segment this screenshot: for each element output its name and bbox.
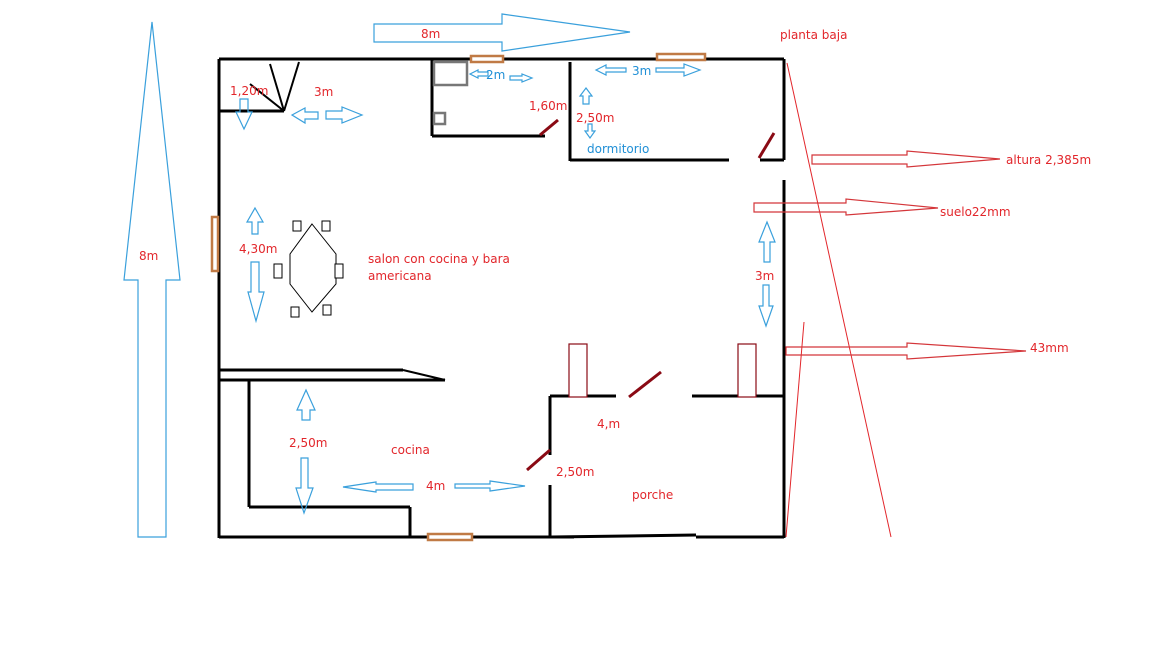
kitchen-label: cocina xyxy=(391,443,430,457)
bath-width-arrow-right xyxy=(509,73,534,83)
kitchen-width-arrow-right xyxy=(454,480,526,492)
window-north-bedroom xyxy=(655,52,707,62)
floor-note: suelo22mm xyxy=(940,205,1011,219)
entry-depth-label: 3m xyxy=(314,85,333,99)
entry-depth-arrow-right xyxy=(325,106,364,124)
porch-main-door xyxy=(628,370,662,399)
plan-title: planta baja xyxy=(780,28,847,42)
porch-label: porche xyxy=(632,488,673,502)
kitchen-width-label: 4m xyxy=(426,479,445,493)
toilet-fixture xyxy=(432,111,447,126)
salon-label-line2: americana xyxy=(368,269,432,283)
bath-depth-label: 1,60m xyxy=(529,99,567,113)
bed-depth-arrow-down xyxy=(583,123,597,140)
kitchen-depth-label: 2,50m xyxy=(289,436,327,450)
salon-depth-label: 4,30m xyxy=(239,242,277,256)
bedroom-label: dormitorio xyxy=(587,142,649,156)
entry-depth-arrow-left xyxy=(290,106,319,125)
entry-width-label: 1,20m xyxy=(230,84,268,98)
window-south-kitchen xyxy=(426,532,474,542)
ceiling-height-note: altura 2,385m xyxy=(1006,153,1091,167)
bath-fixture xyxy=(432,60,469,87)
wall-thickness-note: 43mm xyxy=(1030,341,1069,355)
bedroom-door xyxy=(757,132,776,159)
dining-table xyxy=(273,220,344,318)
bathroom-walls xyxy=(430,59,545,138)
bed-width-label: 3m xyxy=(632,64,651,78)
salon-label-line1: salon con cocina y bara xyxy=(368,252,510,266)
window-north-bath xyxy=(469,54,505,64)
entry-walls xyxy=(219,61,300,113)
height-dimension-arrow xyxy=(123,21,181,538)
width-dimension-label: 8m xyxy=(421,27,440,41)
porch-column-left xyxy=(568,343,588,398)
floor-arrow xyxy=(753,198,939,216)
entry-width-arrow xyxy=(235,98,253,131)
porch-column-right xyxy=(737,343,757,398)
porch-width-label: 4,m xyxy=(597,417,620,431)
bath-width-label: 2m xyxy=(486,68,505,82)
kitchen-depth-arrow-down xyxy=(295,457,314,515)
kitchen-walls xyxy=(219,368,446,537)
right-depth-arrow-up xyxy=(758,220,776,263)
ceiling-height-arrow xyxy=(811,150,1001,168)
bedroom-walls xyxy=(568,62,784,162)
height-dimension-label: 8m xyxy=(139,249,158,263)
bathroom-door xyxy=(539,118,559,137)
kitchen-depth-arrow-up xyxy=(296,388,316,421)
salon-depth-arrow-down xyxy=(247,261,265,324)
salon-label: salon con cocina y bara americana xyxy=(368,252,514,283)
section-line-wall xyxy=(785,321,805,538)
bed-depth-label: 2,50m xyxy=(576,111,614,125)
bath-width-arrow-left xyxy=(468,69,489,79)
bed-width-arrow-right xyxy=(655,63,702,77)
wall-thickness-arrow xyxy=(785,342,1027,360)
porch-depth-label: 2,50m xyxy=(556,465,594,479)
bed-depth-arrow-up xyxy=(578,87,594,105)
bed-width-arrow-left xyxy=(594,64,627,76)
porch-side-door xyxy=(526,448,551,472)
salon-depth-arrow-up xyxy=(245,206,265,235)
right-depth-label: 3m xyxy=(755,269,774,283)
window-west xyxy=(210,215,220,273)
width-dimension-arrow xyxy=(373,13,631,52)
section-line-main xyxy=(786,62,892,538)
kitchen-width-arrow-left xyxy=(342,481,414,493)
right-depth-arrow-down xyxy=(758,284,774,328)
